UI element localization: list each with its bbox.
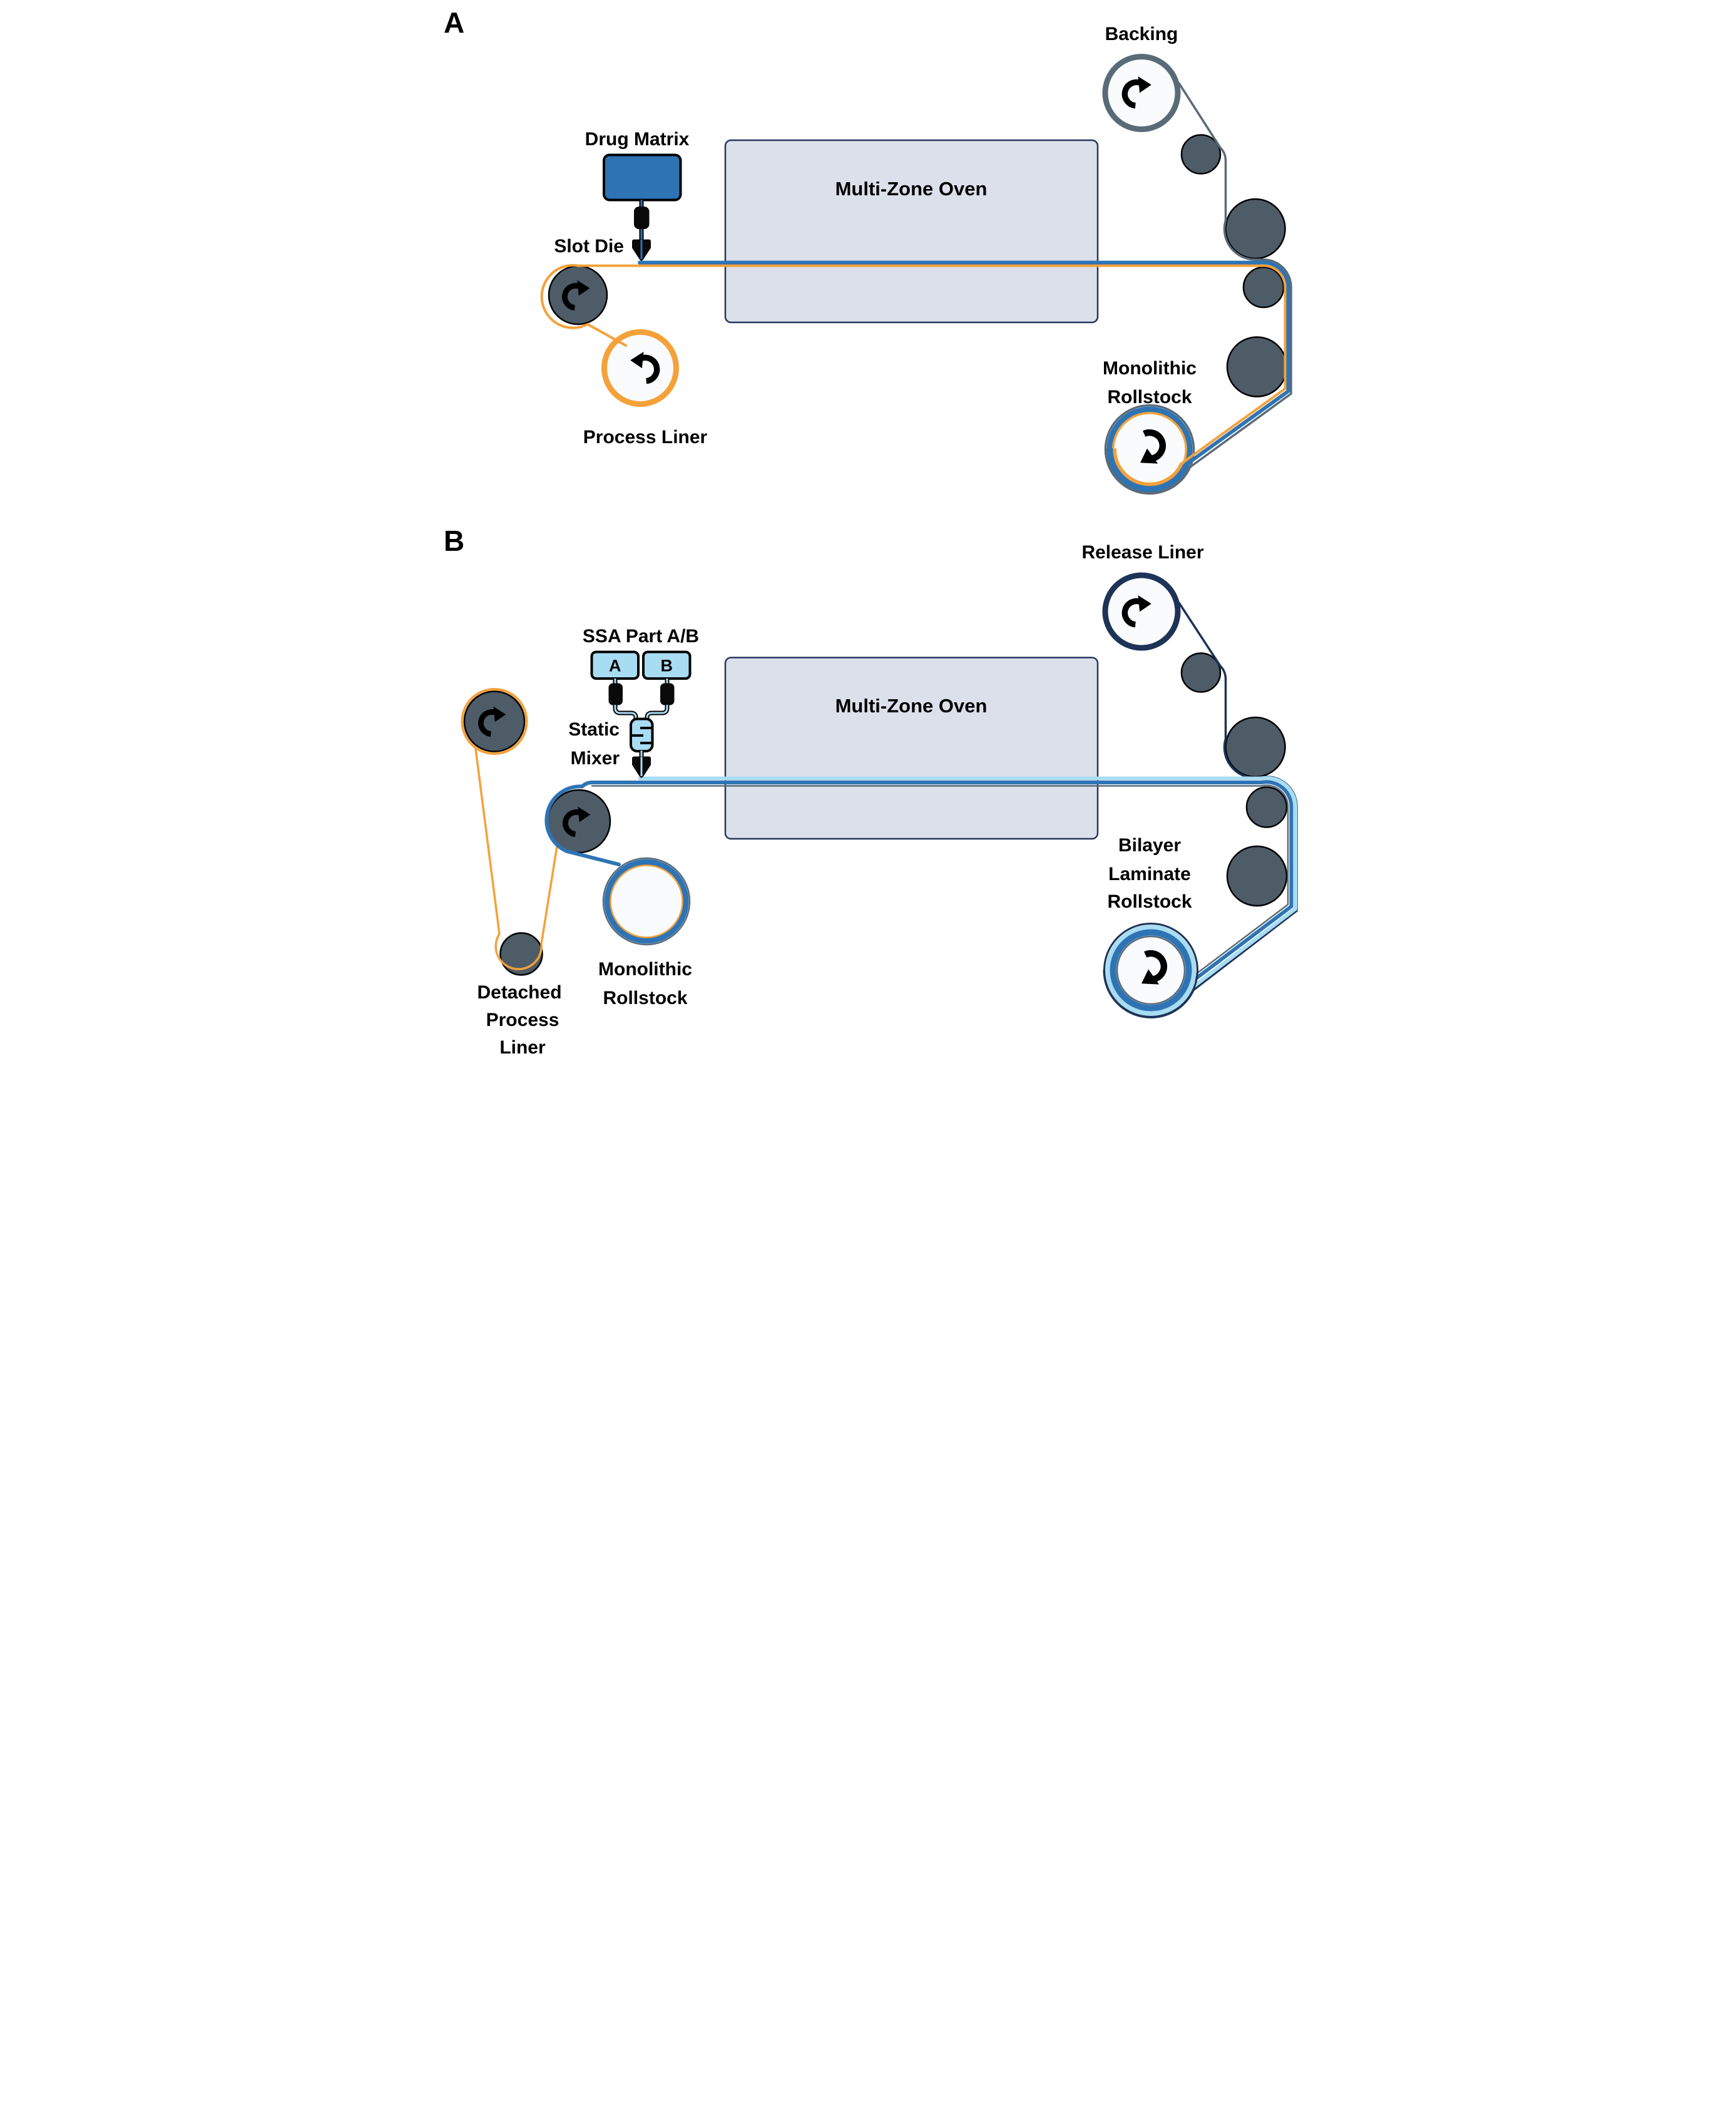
- oven-box-a: [724, 139, 1098, 324]
- bilayer-backing-layer: [1116, 935, 1185, 1005]
- laminating-roller: [1224, 198, 1286, 260]
- detached-liner-web: [474, 747, 558, 970]
- bilayer-liner-layer: [1103, 923, 1198, 1018]
- detached-liner-label-line3: Liner: [499, 1037, 546, 1058]
- bilayer-matrix-layer: [1110, 929, 1192, 1012]
- drug-matrix-tank: [602, 153, 682, 202]
- drug-matrix-label: Drug Matrix: [585, 129, 689, 150]
- ssa-label: SSA Part A/B: [582, 626, 698, 647]
- pull-roller: [1226, 336, 1287, 397]
- laminating-roller: [1224, 716, 1286, 778]
- monolithic-roll-liner-layer: [609, 864, 683, 938]
- backing-web: [1105, 82, 1292, 495]
- pump: [633, 207, 649, 229]
- process-liner-web: [540, 264, 1287, 485]
- monolithic-label-line2: Rollstock: [603, 988, 687, 1008]
- detached-liner-label-line2: Process: [486, 1010, 559, 1030]
- coating-roller: [548, 265, 608, 325]
- feed-tube-fluid: [646, 705, 668, 720]
- idler-roller: [1180, 134, 1221, 175]
- process-liner-roll: [601, 329, 679, 407]
- turn-roller: [1245, 786, 1287, 828]
- process-liner-label: Process Liner: [583, 427, 707, 448]
- process-diagram-svg: A Multi-Zone Oven Backing Process Liner …: [444, 6, 1298, 1058]
- monolithic-roll-backing-layer: [602, 857, 690, 946]
- bilayer-ssa-layer: [1105, 925, 1196, 1016]
- drug-matrix-coating-web: [637, 260, 1290, 490]
- monolithic-rollstock-label-line2: Rollstock: [1107, 387, 1192, 408]
- release-liner-roll: [1102, 572, 1180, 651]
- oven-label-a: Multi-Zone Oven: [835, 178, 987, 200]
- panel-b-letter: B: [444, 525, 464, 557]
- monolithic-roll-core: [604, 859, 688, 943]
- release-liner-label: Release Liner: [1081, 542, 1203, 563]
- monolithic-rollstock-label-line1: Monolithic: [1103, 358, 1197, 379]
- idler-roller: [1180, 652, 1221, 693]
- monolithic-roll-matrix-layer: [604, 859, 688, 944]
- bilayer-rollstock-core: [1105, 925, 1196, 1015]
- oven-box-b: [724, 657, 1098, 840]
- bilayer-label-line1: Bilayer: [1118, 835, 1180, 856]
- bilayer-label-line2: Laminate: [1108, 864, 1191, 884]
- monolithic-label-line1: Monolithic: [598, 959, 692, 980]
- panel-a-letter: A: [444, 6, 464, 39]
- pump: [608, 683, 623, 705]
- panel-b: B Multi-Zone Oven Release Liner: [444, 525, 1298, 1058]
- slot-die-label: Slot Die: [554, 236, 624, 257]
- panel-a: A Multi-Zone Oven Backing Process Liner …: [444, 6, 1292, 495]
- pull-roller: [1226, 845, 1287, 907]
- oven-label-b: Multi-Zone Oven: [835, 695, 987, 717]
- monolithic-rollstock-core: [1106, 407, 1192, 492]
- detached-liner-label-line1: Detached: [477, 982, 561, 1003]
- collected-liner-wrap: [461, 688, 528, 755]
- liner-collect-roller: [463, 690, 525, 752]
- pump: [660, 683, 674, 705]
- figure-canvas: A Multi-Zone Oven Backing Process Liner …: [434, 0, 1302, 1058]
- backing-unwind-roll: [1102, 54, 1180, 132]
- static-mixer-label-line2: Mixer: [570, 748, 620, 769]
- backing-label: Backing: [1105, 24, 1178, 44]
- ssa-tank-b-letter: B: [660, 657, 673, 675]
- ssa-tank-a-letter: A: [609, 657, 621, 675]
- feed-tube-fluid: [614, 705, 636, 720]
- bilayer-label-line3: Rollstock: [1107, 891, 1192, 912]
- static-mixer-label-line1: Static: [568, 719, 620, 740]
- rollstock-liner-layer: [1111, 412, 1187, 487]
- turn-roller: [1242, 266, 1284, 309]
